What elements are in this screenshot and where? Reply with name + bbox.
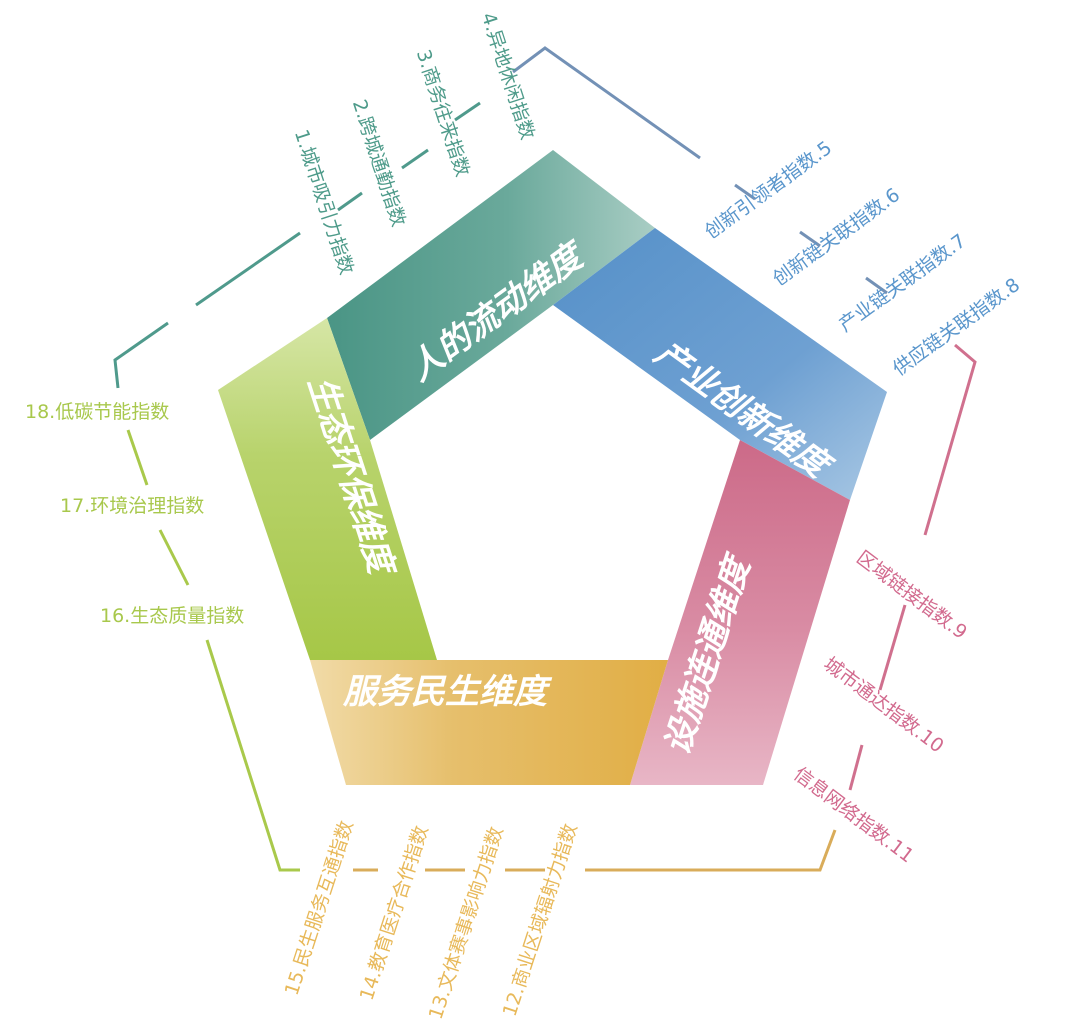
outline-teal-dash <box>337 191 363 212</box>
band-ecology <box>218 318 437 660</box>
outline-blue-dash <box>734 183 756 201</box>
outline-green <box>205 639 300 872</box>
outline-pink-dash <box>878 604 907 691</box>
pentagon <box>218 150 887 785</box>
outline-teal-dash <box>195 231 301 307</box>
dimension-public-service: 服务民生维度 <box>342 672 553 712</box>
outline-blue <box>512 46 701 160</box>
index-label-4: 4.异地休闲指数 <box>477 10 539 142</box>
index-label-17: 17.环境治理指数 <box>60 495 204 517</box>
index-label-14: 14.教育医疗合作指数 <box>356 823 433 1003</box>
outline-blue-dash <box>865 276 888 295</box>
index-label-13: 13.文体赛事影响力指数 <box>425 824 508 1022</box>
index-label-18: 18.低碳节能指数 <box>25 401 169 423</box>
band-public-service <box>310 660 668 785</box>
band-people-flow <box>327 150 655 440</box>
band-infrastructure <box>630 440 850 785</box>
outline <box>113 46 977 872</box>
index-label-6: 创新链关联指数.6 <box>769 184 904 291</box>
outline-pink-dash <box>848 744 864 791</box>
outline-teal-dash <box>401 148 429 170</box>
index-label-9: 区域链接指数.9 <box>852 547 971 644</box>
index-label-12: 12.商业区域辐射力指数 <box>499 821 582 1019</box>
outline-teal <box>113 321 169 389</box>
outline-pink <box>923 343 977 536</box>
band-industry-innovation <box>553 228 887 500</box>
outline-teal-dash <box>454 101 481 122</box>
index-label-2: 2.跨城通勤指数 <box>348 97 410 229</box>
index-label-10: 城市通达指数.10 <box>819 653 947 757</box>
outline-blue-dash <box>799 230 821 248</box>
index-label-16: 16.生态质量指数 <box>100 605 244 627</box>
outline-green-dash <box>158 529 190 586</box>
index-label-15: 15.民生服务互通指数 <box>281 818 358 998</box>
index-label-5: 创新引领者指数.5 <box>701 137 836 244</box>
outline-green-dash <box>126 429 149 486</box>
outline-gold <box>585 829 837 872</box>
